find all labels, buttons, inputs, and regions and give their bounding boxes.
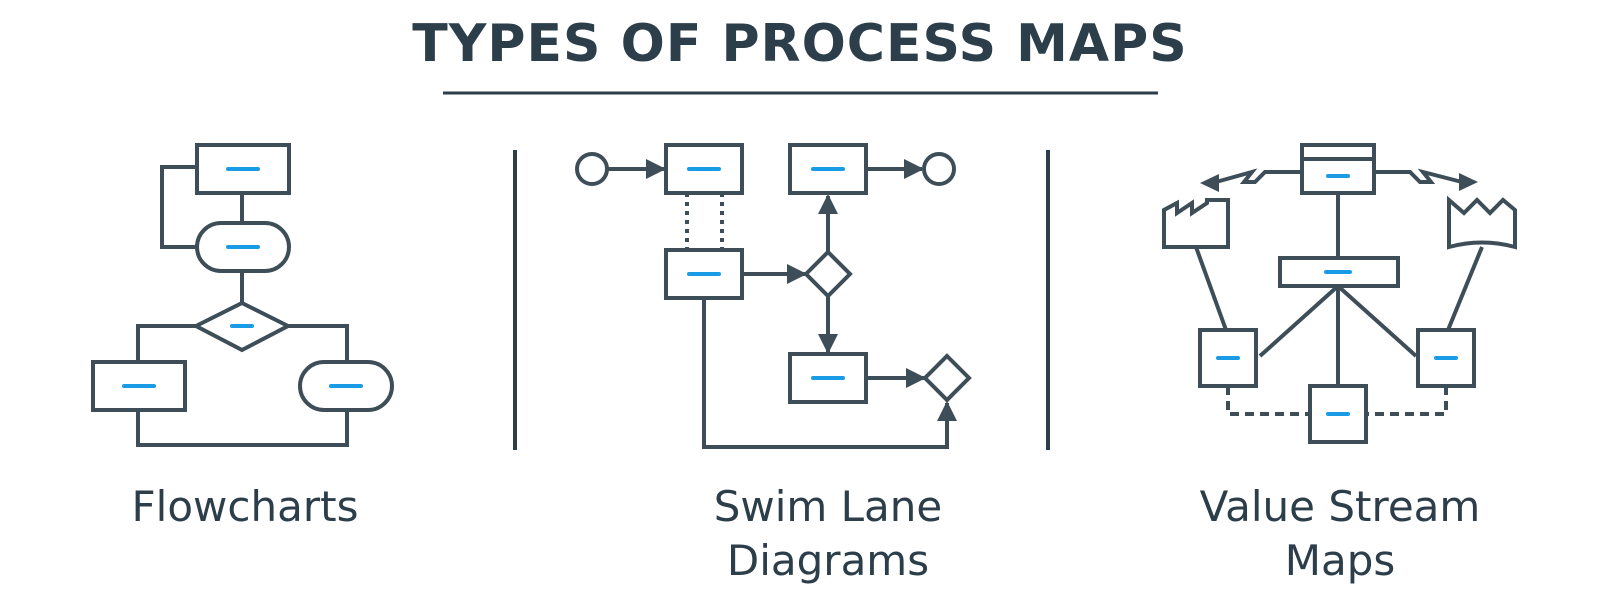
value-stream-icon bbox=[1162, 143, 1517, 444]
flowchart-merge-connector bbox=[136, 410, 349, 447]
flowchart-branch-right bbox=[288, 324, 349, 362]
vsm-process-bar bbox=[1278, 256, 1400, 288]
section-label-swim-lane: Swim Lane Diagrams bbox=[713, 482, 943, 585]
vsm-connector bbox=[1258, 284, 1340, 358]
vsm-arrow-right bbox=[1459, 173, 1478, 191]
vsm-control-box bbox=[1300, 143, 1376, 195]
swim-lane-icon bbox=[575, 143, 972, 449]
vsm-dashed-link bbox=[1226, 386, 1310, 416]
swim-lane-end-decision bbox=[922, 353, 972, 403]
swim-lane-dashes bbox=[687, 167, 845, 380]
swim-lane-end bbox=[922, 152, 956, 186]
vsm-connector bbox=[1194, 246, 1228, 331]
vsm-info-flow-right bbox=[1374, 168, 1463, 184]
flowchart-dashes bbox=[122, 167, 363, 388]
value-stream-dashes bbox=[1216, 174, 1458, 416]
customer-factory-icon bbox=[1447, 195, 1517, 250]
vsm-arrow-left bbox=[1200, 174, 1219, 192]
supplier-factory-icon bbox=[1162, 198, 1230, 249]
flowchart-loop-connector bbox=[160, 165, 197, 249]
vsm-info-flow-left bbox=[1215, 168, 1302, 184]
flowchart-icon bbox=[91, 143, 394, 447]
section-label-value-stream: Value Stream Maps bbox=[1199, 482, 1481, 585]
flowchart-branch-left bbox=[136, 324, 196, 362]
swim-lane-return-connector bbox=[702, 298, 957, 449]
vsm-dashed-link bbox=[1366, 386, 1448, 416]
vsm-connector bbox=[1336, 284, 1418, 358]
vsm-connector bbox=[1446, 246, 1484, 331]
swim-lane-start bbox=[575, 152, 609, 186]
swim-lane-decision bbox=[803, 249, 853, 299]
page-title: TYPES OF PROCESS MAPS bbox=[412, 14, 1188, 74]
section-label-flowcharts: Flowcharts bbox=[131, 482, 359, 531]
